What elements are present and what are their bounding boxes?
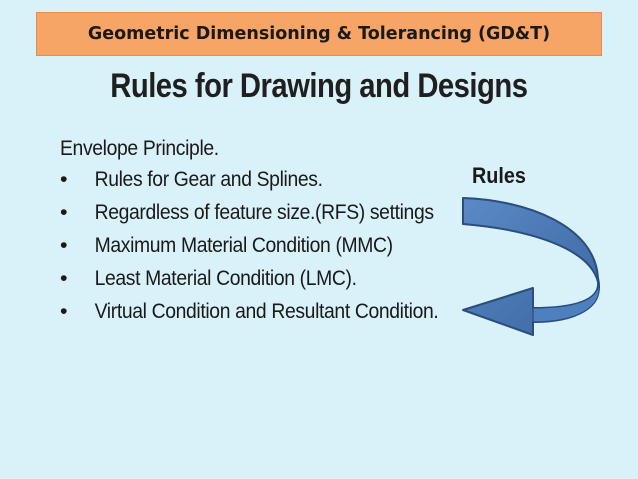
bullet-dot: • bbox=[60, 200, 68, 224]
list-item: • Regardless of feature size.(RFS) setti… bbox=[60, 199, 440, 226]
intro-text: Envelope Principle. bbox=[60, 136, 219, 160]
bullet-dot: • bbox=[60, 233, 68, 257]
bullet-dot: • bbox=[60, 266, 68, 290]
content-body: Envelope Principle. • Rules for Gear and… bbox=[60, 135, 440, 331]
banner-title: Geometric Dimensioning & Tolerancing (GD… bbox=[87, 24, 551, 44]
slide-heading: Rules for Drawing and Designs bbox=[110, 67, 528, 105]
bullet-text: Virtual Condition and Resultant Conditio… bbox=[94, 299, 439, 323]
title-banner: Geometric Dimensioning & Tolerancing (GD… bbox=[36, 12, 602, 56]
bullet-dot: • bbox=[60, 167, 68, 191]
bullet-text: Least Material Condition (LMC). bbox=[94, 266, 357, 290]
bullet-text: Maximum Material Condition (MMC) bbox=[94, 233, 393, 257]
list-item: • Least Material Condition (LMC). bbox=[60, 265, 440, 292]
curved-u-turn-arrow-icon bbox=[462, 197, 601, 336]
bullet-text: Rules for Gear and Splines. bbox=[94, 167, 323, 191]
bullet-list: • Rules for Gear and Splines. • Regardle… bbox=[60, 166, 440, 325]
rules-label: Rules bbox=[472, 163, 526, 188]
list-item: • Rules for Gear and Splines. bbox=[60, 166, 440, 193]
list-item: • Maximum Material Condition (MMC) bbox=[60, 232, 440, 259]
list-item: • Virtual Condition and Resultant Condit… bbox=[60, 298, 440, 325]
bullet-dot: • bbox=[60, 299, 68, 323]
bullet-text: Regardless of feature size.(RFS) setting… bbox=[94, 200, 434, 224]
